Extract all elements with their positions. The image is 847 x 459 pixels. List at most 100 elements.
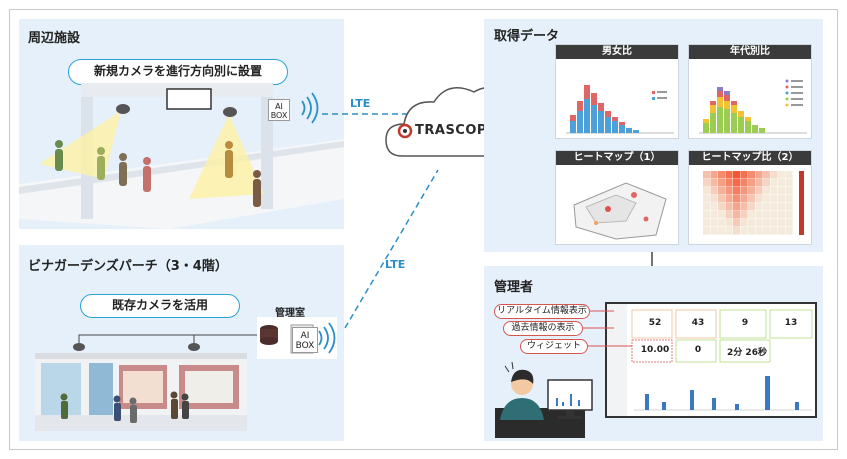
heatmap-cell [778, 211, 786, 219]
heatmap-cell [748, 227, 756, 235]
heatmap-cell [718, 227, 726, 235]
heatmap-cell [740, 171, 748, 179]
heatmap-cell [778, 227, 786, 235]
top-facility-title: 周辺施設 [28, 31, 81, 46]
wifi-signal-icon [301, 92, 319, 124]
ai-box-label-1: AI [300, 331, 310, 341]
admin-panel-title: 管理者 [494, 280, 534, 295]
heatmap-cell [710, 211, 718, 219]
heatmap-cell [725, 179, 733, 187]
heatmap-cell [778, 171, 786, 179]
heatmap-cell [718, 171, 726, 179]
data-panel-title: 取得データ [494, 29, 560, 44]
heatmap-cell [770, 227, 778, 235]
heatmap-cell [763, 211, 771, 219]
heatmap-cell [703, 195, 711, 203]
heatmap-cell [763, 187, 771, 195]
bottom-facility-title: ビナガーデンズパーチ（3・4階） [28, 259, 228, 274]
heatmap-cell [725, 219, 733, 227]
dashboard-screen [605, 302, 817, 418]
heatmap-cell [748, 203, 756, 211]
heatmap-cell [755, 179, 763, 187]
camera-icon [188, 343, 200, 351]
heatmap-cell [718, 211, 726, 219]
heatmap-cell [703, 187, 711, 195]
ai-box-label-1: AI [275, 102, 283, 111]
heatmap-cell [785, 219, 793, 227]
heatmap-1-card: ヒートマップ（1） [555, 150, 679, 245]
grid-heatmap-thumbnail [703, 171, 804, 235]
heatmap-cell [718, 187, 726, 195]
card-header: ヒートマップ（1） [556, 151, 678, 165]
heatmap-cell [740, 219, 748, 227]
heatmap-cell [710, 227, 718, 235]
heatmap-cell [778, 179, 786, 187]
stat-value: 2分 26秒 [727, 348, 767, 358]
stat-value: 13 [784, 318, 798, 328]
heatmap-cell [778, 195, 786, 203]
stat-value: 9 [741, 318, 749, 328]
camera-icon [223, 107, 237, 117]
stat-value: 10.00 [640, 345, 670, 355]
floor-heatmap-thumbnail [573, 182, 667, 240]
tag-widget: ウィジェット [520, 339, 588, 354]
heatmap-cell [763, 195, 771, 203]
heatmap-cell [710, 203, 718, 211]
heatmap-cell [733, 179, 741, 187]
heatmap-cell [770, 219, 778, 227]
heatmap-cell [748, 219, 756, 227]
heatmap-cell [748, 195, 756, 203]
heatmap-cell [748, 211, 756, 219]
heatmap-cell [703, 219, 711, 227]
heatmap-cell [778, 203, 786, 211]
wifi-signal-icon [318, 322, 336, 354]
heatmap-cell [763, 171, 771, 179]
age-ratio-thumbnail [699, 79, 807, 134]
heatmap-cell [740, 211, 748, 219]
heatmap-cell [710, 171, 718, 179]
bottom-facility-illustration [35, 317, 337, 431]
heatmap-cell [740, 227, 748, 235]
heatmap-cell [733, 227, 741, 235]
heatmap-cell [755, 171, 763, 179]
heatmap-cell [763, 179, 771, 187]
stat-value: 43 [691, 318, 705, 328]
heatmap-cell [725, 211, 733, 219]
heatmap-cell [748, 171, 756, 179]
bottom-ai-box: AI BOX [292, 327, 318, 353]
small-monitor-icon [547, 379, 593, 419]
heatmap-cell [763, 219, 771, 227]
heatmap-cell [770, 195, 778, 203]
heatmap-cell [703, 211, 711, 219]
heatmap-colorbar [799, 171, 804, 235]
top-facility-illustration [19, 83, 344, 229]
heatmap-cell [703, 179, 711, 187]
heatmap-cell [718, 179, 726, 187]
lte-label-top: LTE [350, 97, 371, 110]
bottom-facility-pill: 既存カメラを活用 [80, 294, 240, 318]
heatmap-cell [740, 203, 748, 211]
heatmap-cell [718, 203, 726, 211]
heatmap-cell [770, 187, 778, 195]
heatmap-cell [785, 171, 793, 179]
heatmap-cell [710, 179, 718, 187]
ai-box-label-2: BOX [270, 111, 288, 120]
heatmap-cell [778, 219, 786, 227]
heatmap-cell [710, 195, 718, 203]
heatmap-cell [740, 179, 748, 187]
heatmap-cell [718, 219, 726, 227]
heatmap-cell [755, 211, 763, 219]
heatmap-cell [733, 211, 741, 219]
gender-ratio-card: 男女比 [555, 44, 679, 139]
heatmap-cell [785, 187, 793, 195]
heatmap-cell [703, 171, 711, 179]
gender-ratio-thumbnail [566, 85, 674, 134]
card-header: 男女比 [556, 45, 678, 59]
heatmap-cell [710, 187, 718, 195]
heatmap-cell [755, 227, 763, 235]
stat-value: 0 [694, 345, 702, 355]
age-ratio-card: 年代別比 [688, 44, 812, 139]
card-header: 年代別比 [689, 45, 811, 59]
heatmap-cell [725, 203, 733, 211]
